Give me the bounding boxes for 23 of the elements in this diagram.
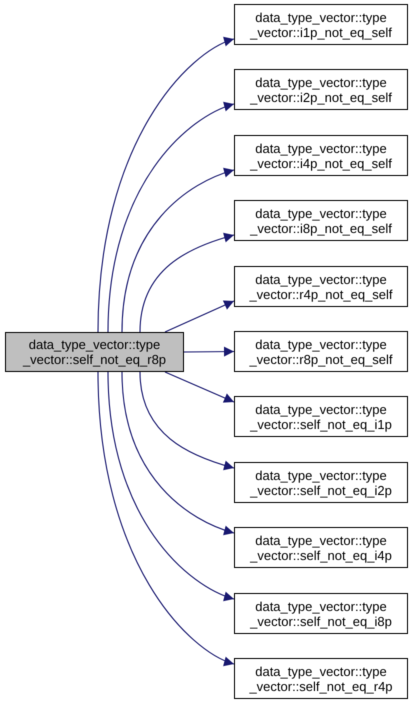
function-box: data_type_vector::type _vector::self_not_eq_i1p: [234, 396, 408, 437]
call-arrow: [121, 168, 234, 332]
function-box: data_type_vector::type _vector::self_not_eq_i4p: [234, 527, 408, 568]
function-box: data_type_vector::type _vector::self_not_eq_i8p: [234, 593, 408, 634]
function-box: data_type_vector::type _vector::self_not_eq_i2p: [234, 462, 408, 503]
call-arrow: [97, 372, 234, 666]
call-arrow: [97, 38, 234, 332]
call-arrow: [107, 372, 234, 600]
function-box: data_type_vector::type _vector::r4p_not_eq_self: [234, 266, 408, 307]
function-box: data_type_vector::type _vector::i4p_not_eq_self: [234, 135, 408, 176]
call-arrow: [139, 232, 234, 332]
highlighted-function-box: data_type_vector::type _vector::self_not_eq_r8p: [5, 332, 184, 372]
call-arrow: [184, 346, 234, 357]
call-arrow: [164, 372, 234, 403]
function-box: data_type_vector::type _vector::self_not_eq_r4p: [234, 658, 408, 699]
function-box: data_type_vector::type _vector::r8p_not_eq_self: [234, 331, 408, 372]
function-box: data_type_vector::type _vector::i2p_not_eq_self: [234, 69, 408, 110]
call-arrow: [164, 300, 234, 332]
call-arrow: [139, 372, 234, 470]
call-arrow: [121, 372, 234, 535]
function-box: data_type_vector::type _vector::i1p_not_eq_self: [234, 4, 408, 45]
function-box: data_type_vector::type _vector::i8p_not_eq_self: [234, 200, 408, 241]
call-arrow: [107, 102, 234, 332]
